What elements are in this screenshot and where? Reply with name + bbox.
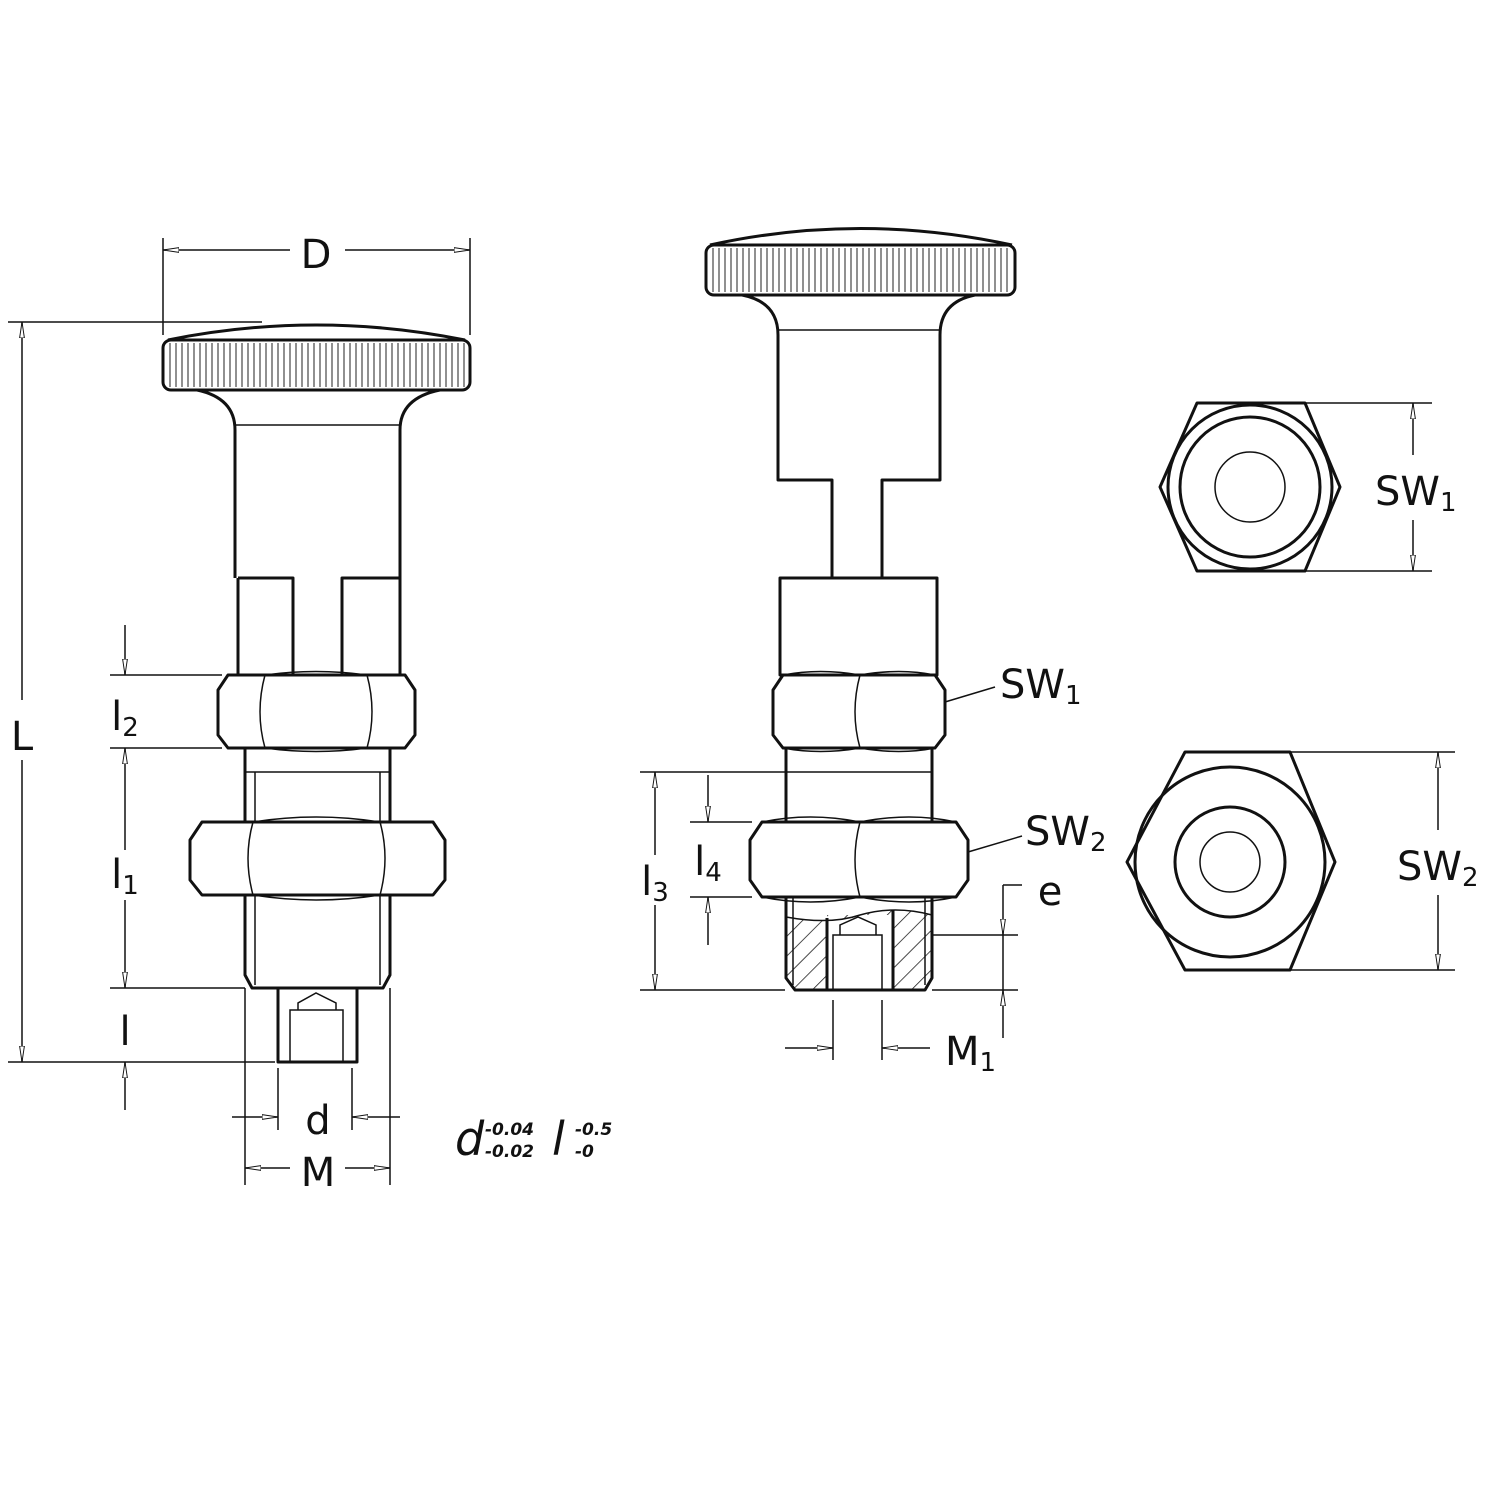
knob-neck: [196, 388, 441, 578]
side-view-dimensions: D L l2 l1 l d M d -0.04 -0.02 l -0.5: [8, 232, 612, 1196]
plunger-pin: [276, 986, 359, 1064]
hex-nut-sw1: [771, 673, 947, 750]
dim-label-D: D: [301, 232, 332, 278]
body-block: [778, 576, 939, 677]
side-view-locking-variant: [704, 227, 1017, 992]
tolerance-note: d -0.04 -0.02 l -0.5 -0: [455, 1112, 612, 1166]
dim-label-d: d: [305, 1098, 330, 1144]
dim-label-M1: M1: [945, 1029, 996, 1078]
label-SW2-nut: SW2: [1025, 809, 1107, 858]
dim-label-l: l: [119, 1009, 130, 1055]
dim-label-M: M: [301, 1150, 336, 1196]
threaded-body: [784, 748, 934, 822]
dim-label-l4: l4: [694, 839, 722, 888]
knob-dome: [709, 227, 1013, 247]
dim-label-SW2: SW2: [1397, 844, 1479, 893]
knob-neck: [741, 293, 976, 578]
section-hatch: [786, 910, 932, 990]
threaded-section: [784, 897, 934, 992]
knurled-knob: [161, 338, 472, 392]
knurl-lines: [169, 343, 465, 387]
dim-label-e: e: [1038, 869, 1063, 915]
locking-variant-dimensions: l3 l4 e M1 SW1 SW2: [640, 662, 1107, 1078]
slot-body: [236, 576, 402, 675]
dim-label-l3: l3: [641, 859, 669, 908]
label-SW1-nut: SW1: [1000, 662, 1082, 711]
hex-nut-sw2: [188, 820, 447, 897]
svg-text:-0.5: -0.5: [575, 1120, 612, 1140]
knob-dome: [167, 323, 466, 342]
hex-outline-sw1: [1158, 401, 1342, 573]
svg-text:d: d: [455, 1112, 485, 1166]
svg-text:-0.04: -0.04: [485, 1120, 534, 1140]
dim-label-l1: l1: [111, 852, 139, 901]
svg-text:-0.02: -0.02: [485, 1142, 534, 1162]
dim-label-SW1: SW1: [1375, 469, 1457, 518]
hex-nut-sw2: [748, 820, 970, 899]
top-view-sw1: SW1: [1158, 401, 1457, 573]
dim-label-L: L: [11, 714, 34, 760]
knurled-knob: [704, 243, 1017, 297]
hex-nut-sw1: [216, 673, 417, 750]
hex-outline-sw2: [1125, 750, 1337, 972]
dim-label-l2: l2: [111, 694, 139, 743]
svg-text:-0: -0: [575, 1142, 594, 1162]
knurl-lines: [712, 248, 1008, 292]
top-view-sw2: SW2: [1125, 750, 1479, 972]
side-view-plunger: [161, 323, 472, 1064]
svg-text:l: l: [552, 1112, 565, 1166]
